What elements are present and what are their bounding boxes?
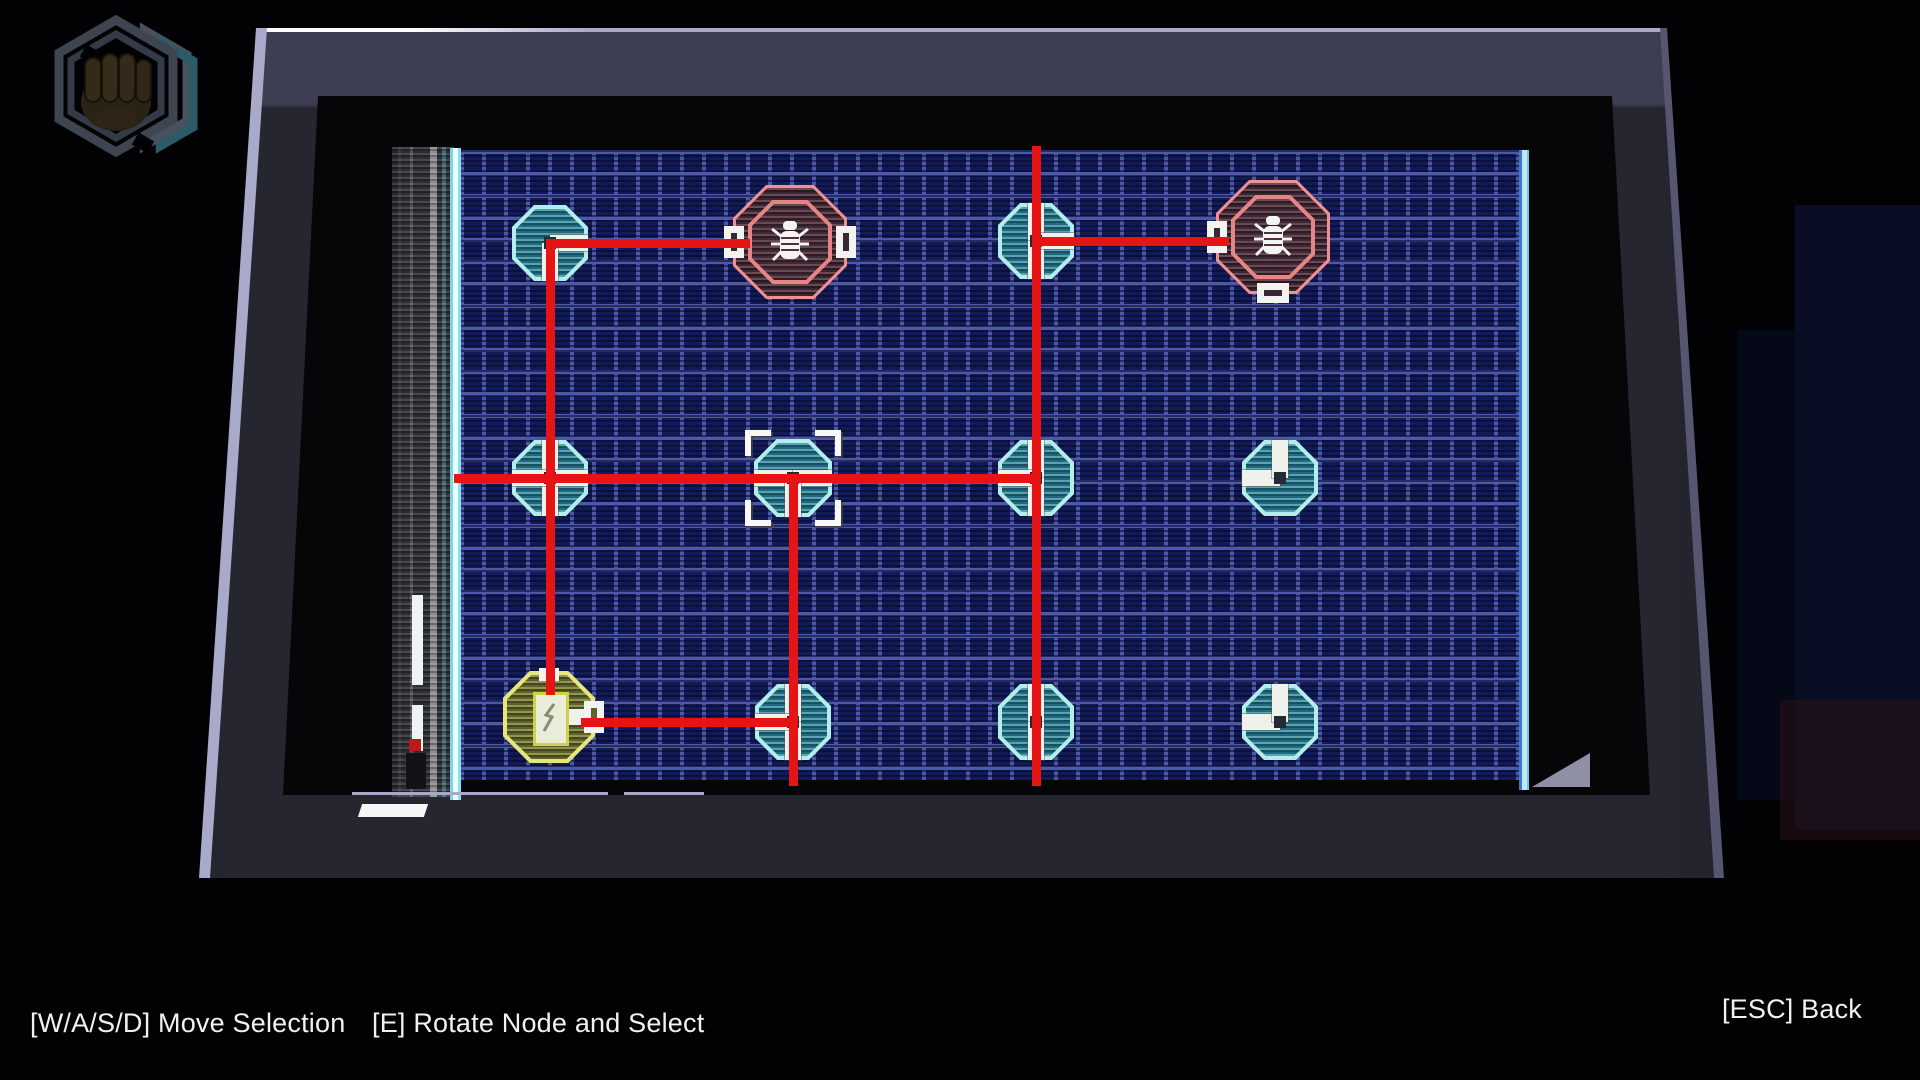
frame-label-sticker bbox=[357, 804, 429, 817]
goal-node[interactable] bbox=[503, 668, 604, 763]
spark-icon bbox=[533, 692, 569, 746]
status-bar bbox=[412, 705, 423, 751]
power-button[interactable] bbox=[406, 753, 426, 789]
fist-emblem-logo bbox=[30, 6, 202, 168]
power-led bbox=[409, 739, 421, 751]
signal-line-segment bbox=[1031, 145, 1041, 786]
signal-line-segment bbox=[453, 473, 1041, 483]
virus-connector-s bbox=[1257, 283, 1289, 303]
strip-scanlines bbox=[392, 147, 454, 797]
fist-icon bbox=[54, 14, 202, 168]
channel-n bbox=[1272, 684, 1288, 722]
virus-node[interactable] bbox=[724, 185, 856, 299]
frame-accent-line bbox=[352, 792, 704, 795]
hint-esc-back: [ESC] Back bbox=[1721, 994, 1862, 1024]
signal-line-segment bbox=[545, 238, 750, 248]
bug-icon bbox=[1252, 213, 1294, 266]
channel-w bbox=[1242, 714, 1280, 730]
channel-n bbox=[1272, 440, 1288, 478]
signal-line-segment bbox=[1031, 236, 1229, 246]
circuit-grid bbox=[460, 150, 1524, 780]
background-red-glow bbox=[1780, 700, 1920, 840]
selection-bracket-tl bbox=[745, 430, 771, 456]
selection-bracket-brr bbox=[815, 500, 841, 526]
status-bar bbox=[412, 595, 423, 685]
elbow-node[interactable] bbox=[1242, 684, 1318, 760]
side-control-strip bbox=[392, 147, 454, 797]
node-center bbox=[1274, 472, 1286, 484]
hint-rotate-node: [E] Rotate Node and Select bbox=[372, 1008, 705, 1038]
bug-icon bbox=[769, 218, 811, 271]
node-center bbox=[1274, 716, 1286, 728]
virus-connector-e bbox=[836, 226, 856, 258]
signal-line-segment bbox=[545, 238, 555, 695]
virus-node[interactable] bbox=[1207, 180, 1330, 303]
monitor-top-edge bbox=[258, 28, 1664, 32]
signal-line-segment bbox=[788, 473, 798, 786]
hint-move-selection: [W/A/S/D] Move Selection bbox=[30, 1008, 346, 1038]
channel-w bbox=[1242, 470, 1280, 486]
selection-bracket-tr bbox=[815, 430, 841, 456]
fist-glyph bbox=[81, 53, 152, 131]
signal-line-segment bbox=[580, 717, 798, 727]
grid-right-edge bbox=[1519, 150, 1529, 790]
elbow-node[interactable] bbox=[1242, 440, 1318, 516]
selection-bracket-bl bbox=[745, 500, 771, 526]
